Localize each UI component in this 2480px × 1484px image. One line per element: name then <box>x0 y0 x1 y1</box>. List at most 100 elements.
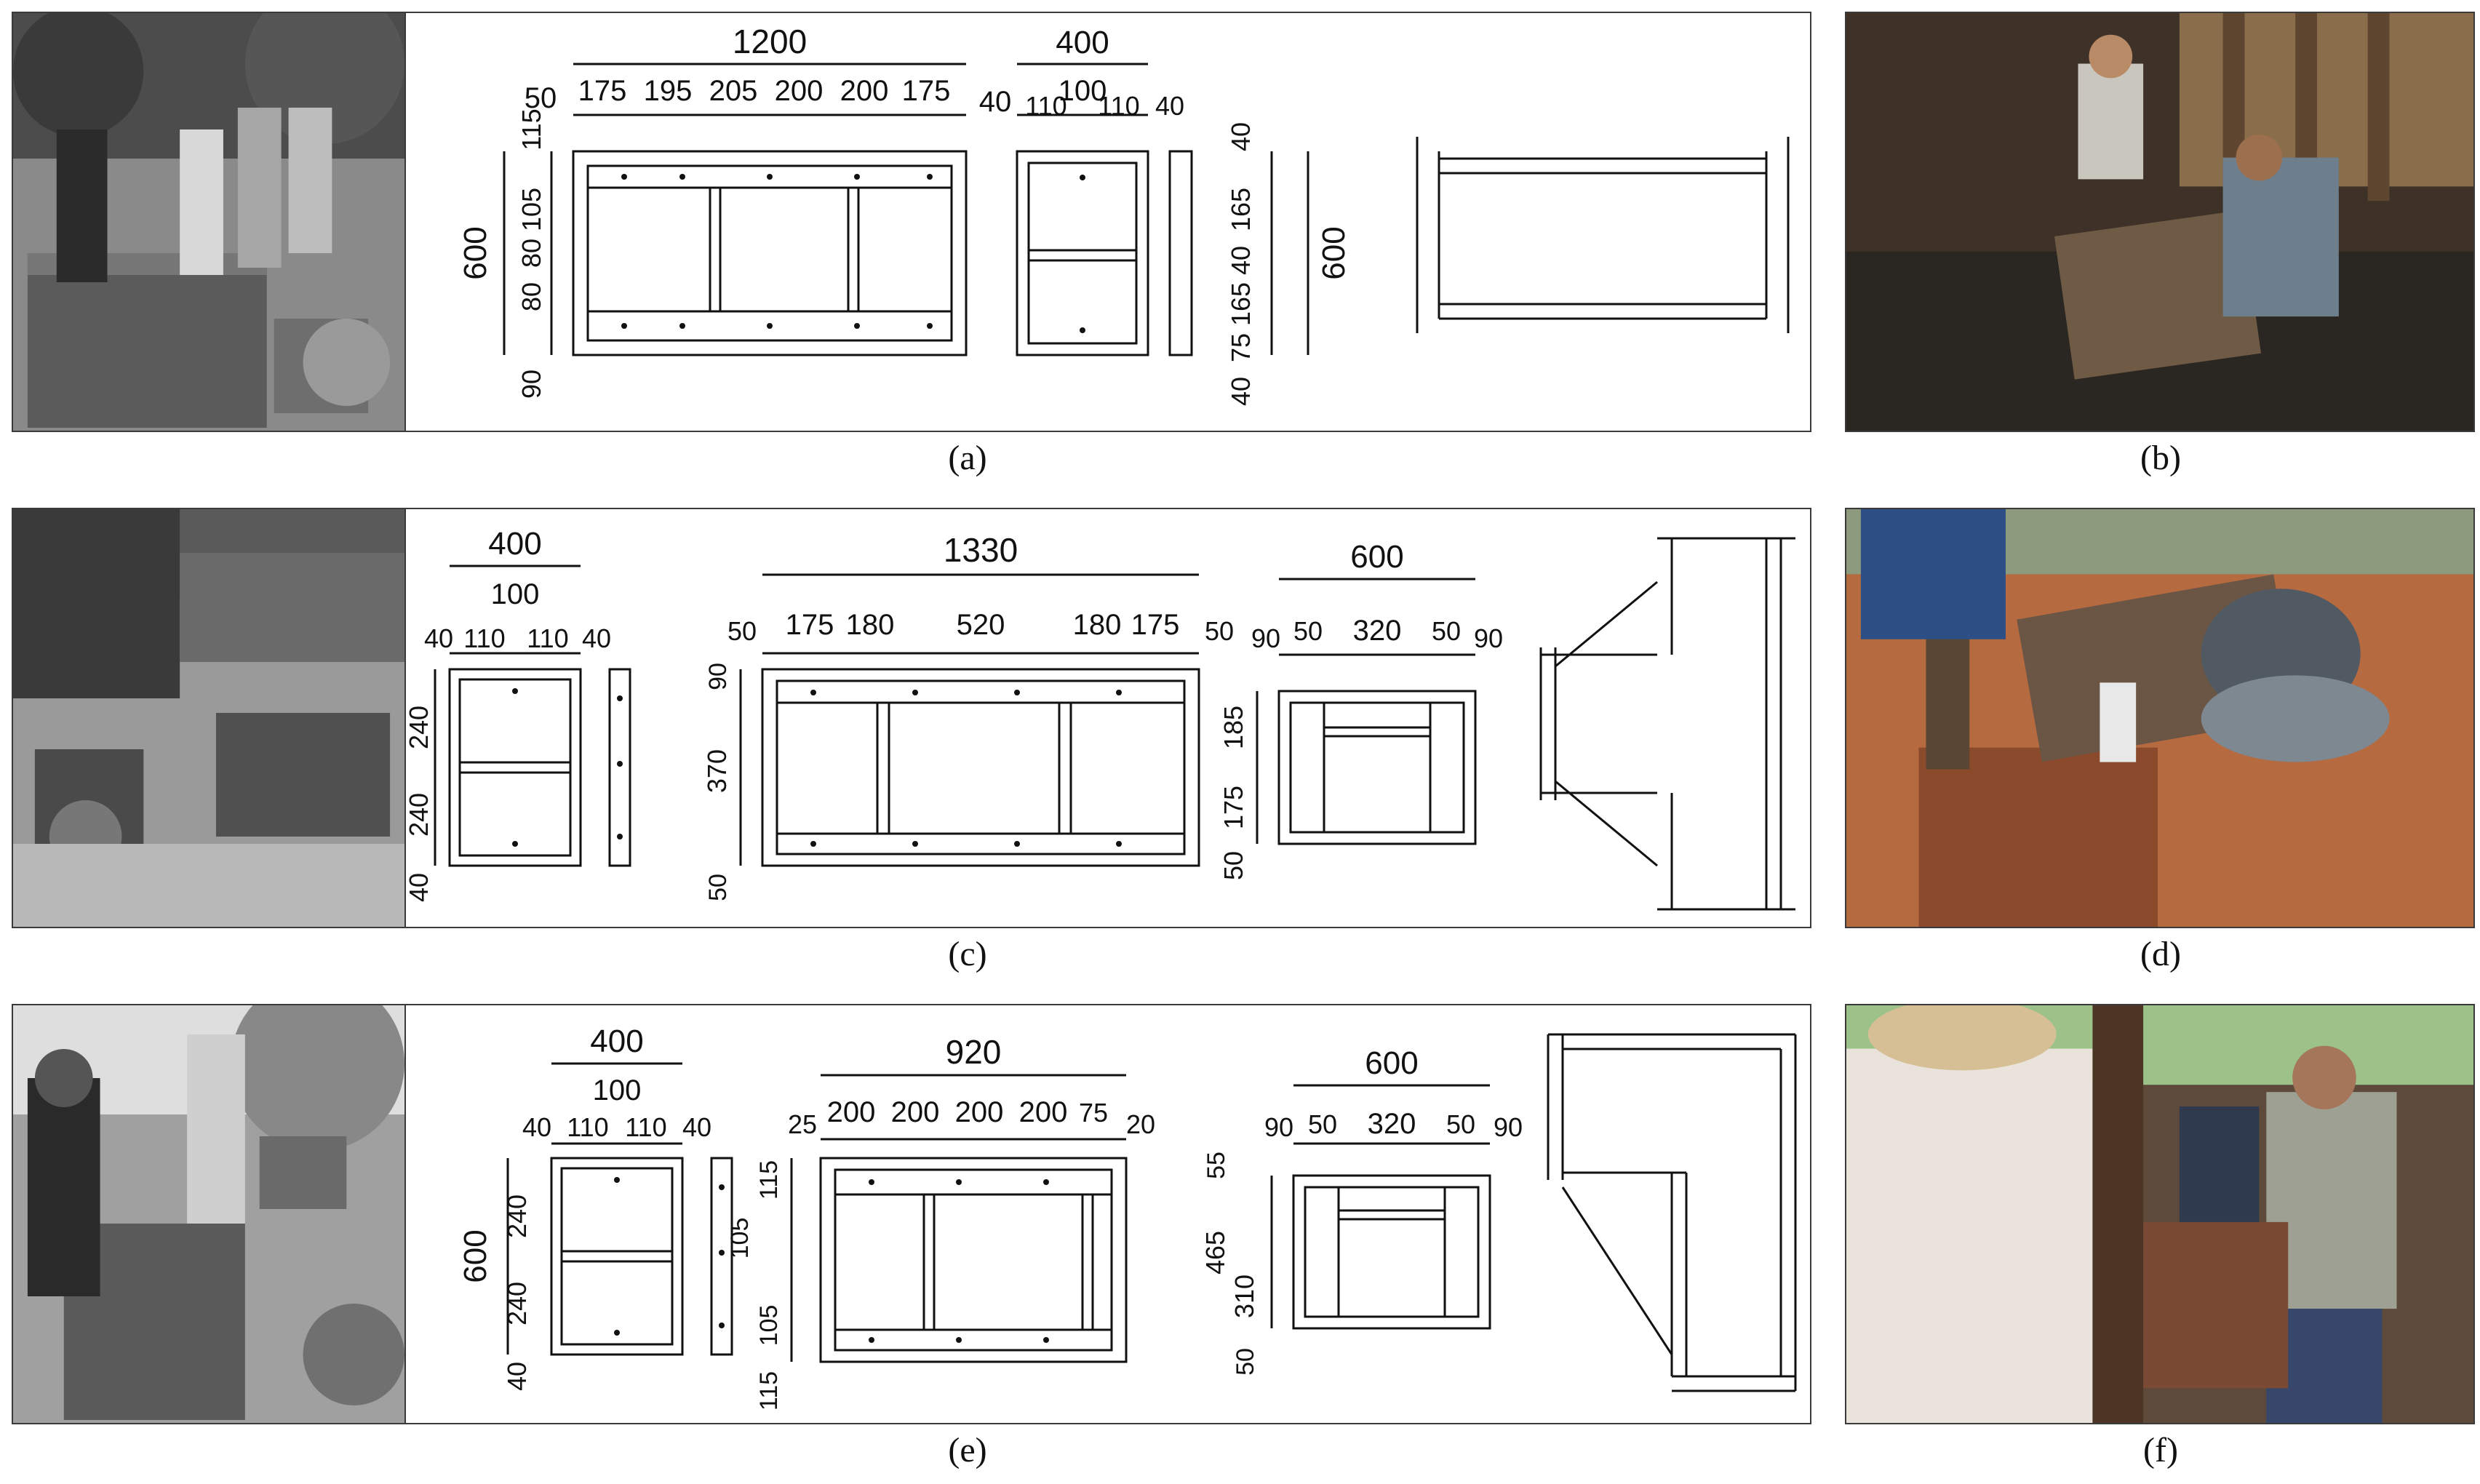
front-segment-dim: 75 <box>1079 1098 1108 1128</box>
front-segment-dim: 200 <box>827 1096 876 1128</box>
end-segment-dim: 90 <box>1251 623 1280 653</box>
left-side-dim: 115 <box>517 108 546 150</box>
end-left-dim: 465 <box>1200 1231 1230 1274</box>
left-side-dim: 80 <box>517 239 546 268</box>
panel-e: 400 100 40 110 110 40 600 240 240 40 920… <box>12 1004 1811 1424</box>
end-segment-dim: 50 <box>1293 616 1323 646</box>
end-total-dim: 600 <box>1350 539 1403 575</box>
left-side-dim: 80 <box>517 282 546 311</box>
front-left-dim: 115 <box>755 1371 783 1411</box>
side-left-dim: 40 <box>502 1362 532 1391</box>
caption-d: (d) <box>2140 935 2181 973</box>
front-left-dim: 370 <box>702 749 732 793</box>
caption-f: (f) <box>2143 1431 2178 1469</box>
front-segment-dim: 200 <box>891 1096 940 1128</box>
front-segment-dim: 25 <box>788 1109 817 1139</box>
right-segment-dim: 75 <box>1226 333 1256 362</box>
end-segment-dim: 50 <box>1432 616 1461 646</box>
front-segment-dim: 200 <box>955 1096 1004 1128</box>
front-segment-dim: 20 <box>1126 1109 1155 1139</box>
end-left-dim: 310 <box>1229 1274 1259 1318</box>
side-segment-dim: 110 <box>527 623 568 653</box>
front-segment-dim: 200 <box>775 75 824 107</box>
end-left-dim: 55 <box>1203 1152 1230 1179</box>
end-segment-dim: 320 <box>1353 615 1402 647</box>
photo-b <box>1845 12 2475 432</box>
front-segment-dim: 180 <box>846 609 895 641</box>
figure-row-a-b: 1200 50 175 195 205 200 200 175 40 600 1… <box>0 0 2480 480</box>
front-segment-dim: 520 <box>957 609 1005 641</box>
side-inner-dim: 100 <box>593 1074 642 1106</box>
panel-a: 1200 50 175 195 205 200 200 175 40 600 1… <box>12 12 1811 432</box>
right-segment-dim: 40 <box>1226 246 1256 275</box>
technical-drawing-c: 400 100 40 110 110 40 240 240 40 1330 50… <box>406 509 1810 927</box>
front-segment-dim: 200 <box>1019 1096 1068 1128</box>
side-segment-dim: 40 <box>582 623 611 653</box>
panel-c: 400 100 40 110 110 40 240 240 40 1330 50… <box>12 508 1811 928</box>
front-left-dim: 115 <box>755 1160 783 1200</box>
end-left-dim: 50 <box>1219 851 1248 880</box>
caption-e: (e) <box>948 1431 987 1469</box>
left-side-dim: 105 <box>517 188 546 231</box>
end-left-dim: 175 <box>1219 786 1248 829</box>
front-height-dim: 600 <box>458 226 493 279</box>
end-segment-dim: 90 <box>1264 1112 1293 1142</box>
right-segment-dim: 165 <box>1226 188 1256 231</box>
end-total-dim: 600 <box>1365 1045 1418 1081</box>
technical-drawing-e: 400 100 40 110 110 40 600 240 240 40 920… <box>406 1005 1810 1423</box>
end-segment-dim: 50 <box>1308 1109 1337 1139</box>
side-segment-dim: 40 <box>1155 91 1184 121</box>
side-left-dim: 240 <box>502 1282 532 1325</box>
side-left-dim: 240 <box>406 793 434 837</box>
front-segment-dim: 205 <box>709 75 758 107</box>
front-total-dim: 1200 <box>733 23 807 60</box>
right-segment-dim: 165 <box>1226 282 1256 326</box>
side-segment-dim: 110 <box>463 623 505 653</box>
side-height-dim: 600 <box>458 1229 493 1282</box>
end-left-dim: 50 <box>1232 1348 1259 1376</box>
end-segment-dim: 320 <box>1368 1108 1416 1140</box>
right-segment-dim: 40 <box>1226 122 1256 151</box>
side-segment-dim: 110 <box>1025 91 1066 121</box>
figure-row-e-f: 400 100 40 110 110 40 600 240 240 40 920… <box>0 992 2480 1472</box>
side-inner-dim: 100 <box>491 578 540 610</box>
front-segment-dim: 200 <box>840 75 889 107</box>
photo-f <box>1845 1004 2475 1424</box>
end-segment-dim: 50 <box>1446 1109 1475 1139</box>
side-total-dim: 400 <box>488 526 541 562</box>
photo-grayscale-c <box>13 509 406 927</box>
side-left-dim: 240 <box>406 706 434 749</box>
end-segment-dim: 90 <box>1494 1112 1523 1142</box>
front-left-dim: 90 <box>704 663 732 690</box>
front-segment-dim: 175 <box>786 609 834 641</box>
front-segment-dim: 50 <box>727 616 757 646</box>
front-segment-dim: 180 <box>1073 609 1122 641</box>
caption-c: (c) <box>948 935 987 973</box>
front-total-dim: 1330 <box>944 531 1018 569</box>
front-segment-dim: 195 <box>644 75 693 107</box>
caption-a: (a) <box>948 439 987 477</box>
side-left-dim: 40 <box>406 873 434 902</box>
figure-row-c-d: 400 100 40 110 110 40 240 240 40 1330 50… <box>0 496 2480 976</box>
end-segment-dim: 90 <box>1474 623 1503 653</box>
front-segment-dim: 50 <box>1205 616 1234 646</box>
photo-grayscale-a <box>13 13 406 431</box>
front-segment-dim: 175 <box>578 75 627 107</box>
side-segment-dim: 110 <box>567 1112 608 1142</box>
left-side-dim: 90 <box>517 370 546 399</box>
right-segment-dim: 40 <box>1226 377 1256 406</box>
front-segment-dim: 175 <box>1131 609 1180 641</box>
front-left-dim: 50 <box>704 874 732 901</box>
side-inner-dim: 100 <box>1058 75 1107 107</box>
right-height-dim: 600 <box>1316 226 1352 279</box>
photo-grayscale-e <box>13 1005 406 1423</box>
end-left-dim: 185 <box>1219 706 1248 749</box>
side-total-dim: 400 <box>590 1024 643 1059</box>
front-segment-dim: 175 <box>902 75 951 107</box>
side-segment-dim: 40 <box>424 623 453 653</box>
side-segment-dim: 40 <box>522 1112 551 1142</box>
side-segment-dim: 40 <box>682 1112 711 1142</box>
side-segment-dim: 110 <box>625 1112 666 1142</box>
side-total-dim: 400 <box>1056 25 1109 60</box>
caption-b: (b) <box>2140 439 2181 477</box>
